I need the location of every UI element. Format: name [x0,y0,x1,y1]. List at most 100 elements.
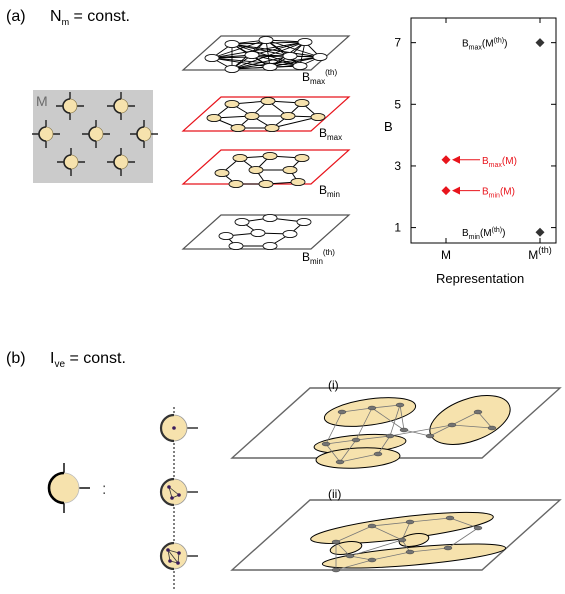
panel-a-condition: Nm = const. [50,8,130,27]
variant-node [166,548,170,552]
data-point-label: Bmax(M) [482,156,517,169]
network-node [262,62,278,72]
unit-shade [159,541,175,571]
matrix-label: M [36,93,48,109]
view-edge [377,435,391,455]
variant-edge [168,486,180,496]
network-node [296,217,312,227]
network-node [224,64,240,74]
compartment-ellipse [321,543,507,569]
matrix-unit [107,92,135,120]
network-node [297,37,313,47]
data-point-marker [535,38,545,48]
x-axis-label: Representation [436,271,524,286]
view-node [473,409,483,415]
matrix-units [32,92,158,176]
layer-label-bmax: Bmax [319,126,342,142]
network-node [294,98,310,108]
label-tail: (M [482,39,494,50]
view-edge [325,439,357,445]
network-node [262,241,278,251]
label-sub: max [469,45,483,52]
label-tail: (M) [502,156,517,167]
view-edge [335,541,351,557]
view-edge [401,521,411,541]
label-sub: min [469,234,480,241]
view-edge [355,435,391,441]
network-node [262,213,278,223]
network-node [264,123,280,133]
variant-node [168,559,172,563]
unit-shade [136,126,145,142]
layer-label-bmin-th: Bmin(th) [302,248,335,266]
network-node [232,153,248,163]
view-node [331,539,341,545]
network-node [260,96,276,106]
view-edge [477,411,493,429]
single-unit [47,463,90,513]
view-ii [230,499,562,573]
compartment-ellipse [398,533,430,547]
y-tick-label: 5 [394,97,401,111]
network-node [250,228,266,238]
network-node [290,177,306,187]
network-node [214,168,230,178]
network-layers [181,35,351,251]
variant-edge [167,549,179,564]
layer-label-bmax-th: Bmax(th) [302,68,337,86]
view-edge [409,547,449,553]
view-node [425,433,435,439]
network-node [280,111,296,121]
view-node [447,422,457,428]
unit-shade [62,98,71,114]
matrix-unit [82,120,110,148]
label-base: B [462,228,469,239]
y-axis-label: B [384,119,393,134]
unit-shade [47,471,65,505]
matrix-unit [32,120,60,148]
colon-symbol: : [102,481,106,498]
x-tick-label-sup: (th) [538,245,552,255]
network-node [258,35,274,45]
view-edge [325,411,343,445]
data-point-marker [441,186,451,196]
network-node [218,231,234,241]
network-edge [265,39,271,68]
view-edge [371,521,411,527]
view-node [405,549,415,555]
network-edge [269,56,321,68]
unit-shade [159,413,175,443]
view-node [337,409,347,415]
network-node [292,61,308,71]
x-tick-label-base: M [441,248,451,262]
view-edge [341,407,373,413]
variant-node [170,496,174,500]
network-node [228,179,244,189]
label-sub: min [489,193,500,200]
data-point-marker [441,155,451,165]
network-node [224,39,240,49]
matrix-unit [56,92,84,120]
view-edge [371,551,411,561]
panel-a-label: (a) [6,8,26,25]
variant-edge [167,549,171,562]
label-base: B [482,156,489,167]
network-node [224,99,240,109]
view-edge [389,424,453,437]
network-node [282,165,298,175]
network-edge [231,56,321,70]
view-edge [371,525,403,541]
view-node [405,519,415,525]
view-edge [355,407,373,441]
view-edge [449,517,479,529]
label-tail: (M) [500,187,515,198]
data-point-label: Bmin(M(th)) [462,227,505,241]
network-node [258,179,274,189]
variant-edge [167,549,180,554]
label-base: B [482,187,489,198]
compartment-ellipse [329,540,363,556]
variant-node [172,426,176,430]
view-node [367,557,377,563]
unit-shade [159,477,175,507]
